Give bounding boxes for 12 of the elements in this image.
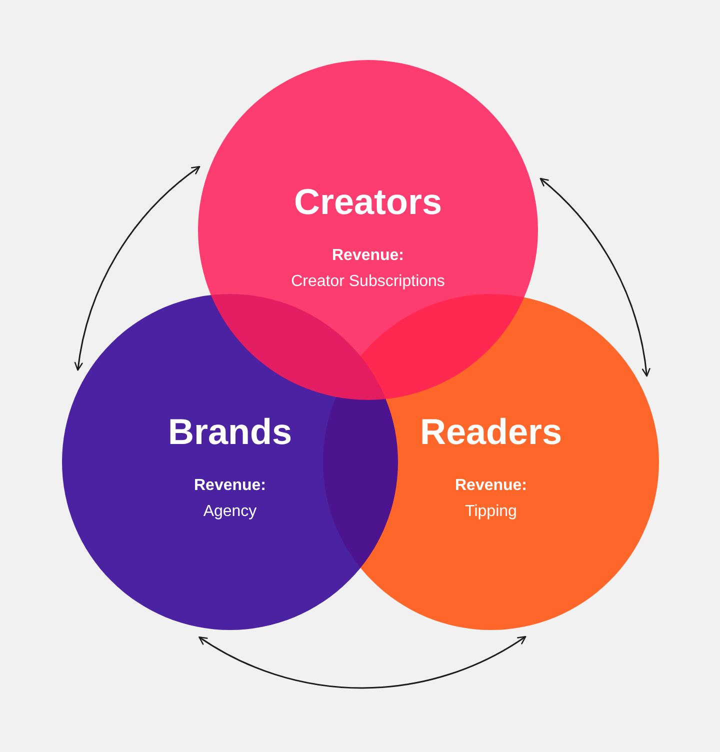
curved-arrow [198, 636, 526, 689]
revenue-source: Tipping [465, 502, 517, 522]
circle-title: Readers [420, 412, 562, 452]
revenue-heading: Revenue: [332, 246, 404, 266]
revenue-heading: Revenue: [194, 476, 266, 496]
circle-title: Brands [168, 412, 292, 452]
revenue-source: Agency [203, 502, 257, 522]
revenue-source: Creator Subscriptions [291, 272, 445, 292]
curved-arrow [540, 178, 650, 377]
curved-arrow [74, 166, 200, 371]
revenue-heading: Revenue: [454, 476, 528, 496]
circle-title: Creators [294, 182, 442, 222]
